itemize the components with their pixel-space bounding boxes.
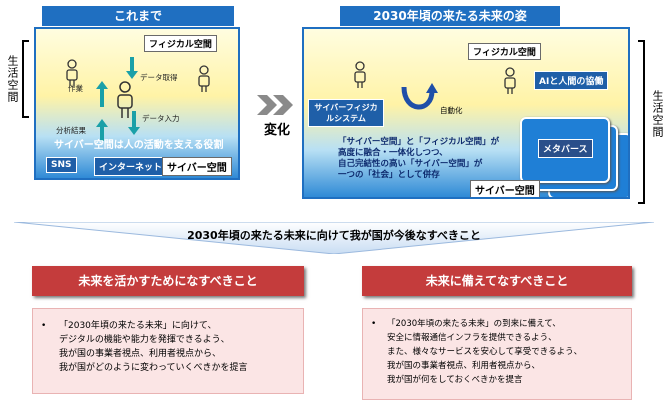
- metaverse-tag: メタバース: [538, 139, 593, 158]
- cycle-arrow-icon: [401, 83, 438, 110]
- description-line: 自己完結性の高い「サイバー空間」が: [338, 159, 483, 169]
- right-panel: フィジカル空間 AIと人間の協働 サイバーフィジカルシステム 自動化 「サイバー…: [302, 27, 630, 199]
- change-label: 変化: [264, 123, 291, 138]
- left-side-label: 生活空間: [6, 55, 19, 103]
- right-box-line: また、様々なサービスを安心して享受できるよう、: [387, 347, 583, 357]
- banner-title: 2030年頃の来たる未来に向けて我が国が今後なすべきこと: [187, 229, 481, 242]
- analysis-label: 分析結果: [56, 126, 86, 135]
- right-header: 2030年頃の来たる未来の姿: [340, 6, 560, 26]
- right-box-line: 我が国の事業者視点、利用者視点から、: [387, 361, 541, 371]
- bullet: •: [371, 319, 377, 329]
- cps-tag: サイバーフィジカルシステム: [308, 99, 384, 127]
- left-side-bracket: [22, 40, 29, 118]
- right-box-title: 未来に備えてなすべきこと: [362, 266, 632, 296]
- person-icon: [66, 59, 78, 86]
- right-cyber-tag: サイバー空間: [470, 180, 540, 197]
- left-box-title: 未来を活かすためになすべきこと: [32, 266, 304, 296]
- up-arrow-icon: [96, 119, 108, 141]
- right-side-label: 生活空間: [651, 90, 664, 138]
- description-line: 一つの「社会」として併存: [338, 170, 440, 180]
- banner-arrow: [14, 222, 654, 254]
- person-icon: [117, 81, 133, 118]
- left-box-line: 我が国の事業者視点、利用者視点から、: [59, 349, 222, 359]
- right-side-bracket: [638, 40, 645, 204]
- left-header: これまで: [42, 6, 234, 26]
- sns-tag: SNS: [46, 157, 77, 173]
- data-input-label: データ入力: [142, 114, 180, 123]
- left-box-text: 「2030年頃の来たる未来」に向けて、 デジタルの機能や能力を発揮できるよう、 …: [59, 319, 248, 375]
- automation-label: 自動化: [440, 106, 463, 115]
- left-panel: フィジカル空間 作業 データ取得 データ入力 分析結果 サイバー空間は人の活動を…: [34, 27, 240, 180]
- data-acquire-label: データ取得: [140, 73, 178, 82]
- left-physical-tag: フィジカル空間: [144, 35, 217, 52]
- chevron-right-icon: [257, 95, 293, 115]
- left-box-line: 「2030年頃の来たる未来」に向けて、: [59, 321, 217, 331]
- internet-tag: インターネット: [94, 157, 168, 176]
- bullet: •: [41, 321, 47, 331]
- up-arrow-icon: [96, 81, 108, 107]
- left-caption: サイバー空間は人の活動を支える役割: [54, 140, 224, 151]
- right-physical-tag: フィジカル空間: [468, 43, 541, 60]
- right-description: 「サイバー空間」と「フィジカル空間」が 高度に融合・一体化しつつ、 自己完結性の…: [338, 137, 499, 181]
- person-icon: [198, 65, 210, 92]
- left-cyber-tag: サイバー空間: [162, 157, 232, 176]
- left-box-line: デジタルの機能や能力を発揮できるよう、: [59, 335, 230, 345]
- left-box-line: 我が国がどのように変わっていくべきかを提言: [59, 363, 248, 373]
- work-label: 作業: [68, 84, 83, 93]
- left-box: • 「2030年頃の来たる未来」に向けて、 デジタルの機能や能力を発揮できるよう…: [32, 308, 304, 394]
- down-arrow-icon: [128, 111, 140, 135]
- right-box: • 「2030年頃の来たる未来」の到来に備えて、 安全に情報通信インフラを提供で…: [362, 308, 632, 400]
- right-box-line: 「2030年頃の来たる未来」の到来に備えて、: [387, 319, 561, 329]
- right-box-line: 安全に情報通信インフラを提供できるよう、: [387, 333, 557, 343]
- person-icon: [504, 67, 516, 94]
- description-line: 「サイバー空間」と「フィジカル空間」が: [338, 137, 500, 147]
- description-line: 高度に融合・一体化しつつ、: [338, 148, 448, 158]
- right-box-line: 我が国が何をしておくべきかを提言: [387, 375, 523, 385]
- right-box-text: 「2030年頃の来たる未来」の到来に備えて、 安全に情報通信インフラを提供できる…: [387, 317, 582, 387]
- ai-tag: AIと人間の協働: [534, 71, 609, 90]
- person-icon: [354, 61, 366, 88]
- metaverse-card-front: メタバース: [520, 117, 610, 183]
- down-arrow-icon: [126, 57, 138, 79]
